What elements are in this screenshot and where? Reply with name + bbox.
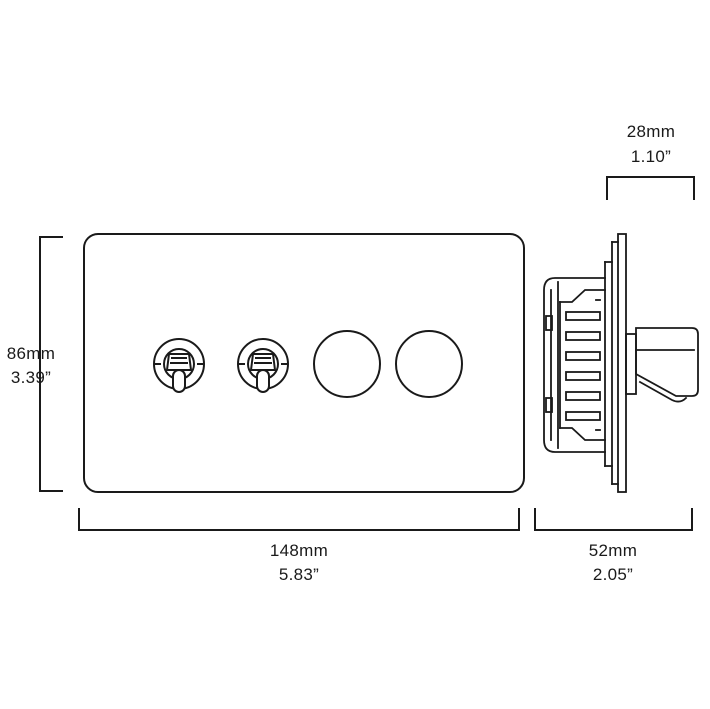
dimmer-knob-2	[395, 330, 463, 398]
protrusion-imperial-label: 1.10”	[630, 147, 672, 166]
height-metric-label: 86mm	[6, 344, 56, 363]
toggle-switch-1	[153, 338, 205, 393]
protrusion-metric-label: 28mm	[626, 122, 676, 141]
width-dimension-bracket	[78, 508, 520, 531]
depth-metric-label: 52mm	[588, 541, 638, 560]
toggle-switch-2	[237, 338, 289, 393]
dimmer-knob-1	[313, 330, 381, 398]
height-dimension-bracket	[39, 236, 63, 492]
front-plate	[83, 233, 525, 493]
height-imperial-label: 3.39”	[10, 368, 52, 387]
width-imperial-label: 5.83”	[278, 565, 320, 584]
width-metric-label: 148mm	[269, 541, 329, 560]
depth-dimension-bracket	[534, 508, 693, 531]
protrusion-dimension-bracket	[606, 176, 695, 200]
side-profile-view	[543, 233, 699, 493]
depth-imperial-label: 2.05”	[592, 565, 634, 584]
